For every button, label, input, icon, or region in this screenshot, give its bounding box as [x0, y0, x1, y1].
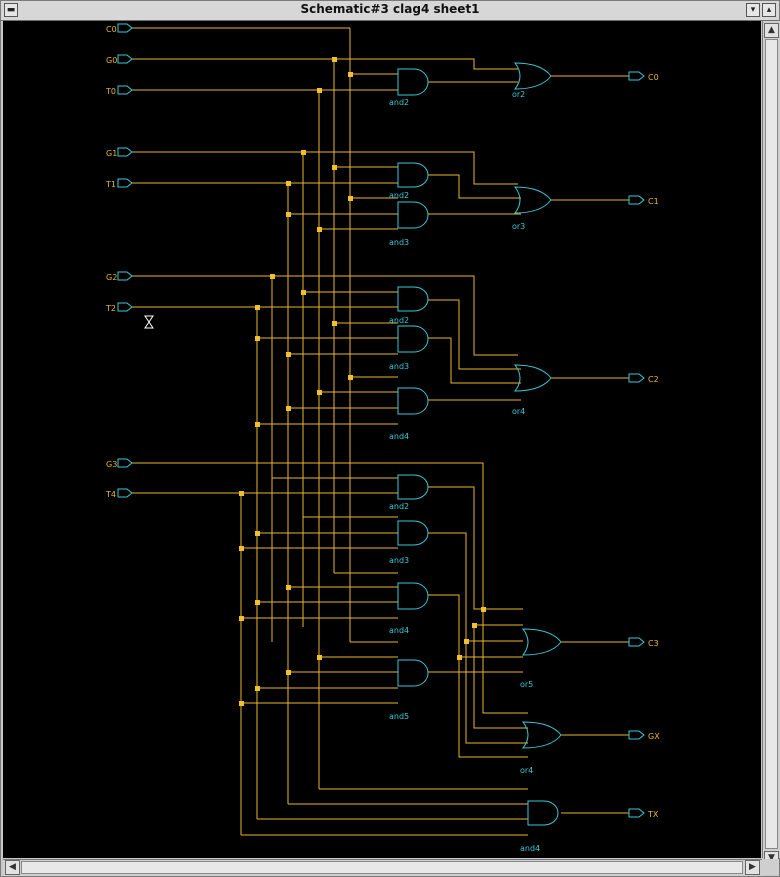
- svg-text:and2: and2: [389, 502, 409, 511]
- output-port-c0: C0: [628, 71, 659, 82]
- svg-text:C1: C1: [648, 197, 659, 206]
- output-port-c3: C3: [628, 637, 659, 648]
- svg-text:C2: C2: [648, 375, 659, 384]
- output-ports: C0 C1 C2 C3 GX TX: [628, 71, 660, 819]
- gate-and2-4: and2: [389, 474, 429, 511]
- window-menu-button[interactable]: ▬: [4, 3, 18, 17]
- vertical-scroll-thumb[interactable]: [765, 39, 778, 849]
- scroll-corner: [762, 859, 779, 875]
- svg-text:TX: TX: [647, 810, 659, 819]
- gate-or2: or2: [512, 62, 552, 99]
- svg-text:and2: and2: [389, 98, 409, 107]
- svg-text:T1: T1: [105, 180, 116, 189]
- svg-text:or4: or4: [520, 766, 533, 775]
- gate-and2-3: and2: [389, 286, 429, 325]
- minimize-button[interactable]: ▾: [746, 3, 760, 17]
- input-port-t2: T2: [105, 302, 133, 313]
- gate-or3: or3: [512, 186, 552, 231]
- scroll-up-icon[interactable]: ▲: [764, 23, 779, 38]
- output-port-c1: C1: [628, 195, 659, 206]
- input-ports: C0 G0 T0 G1 T1 G2 T2 G3 T4: [105, 23, 133, 499]
- input-port-c0: C0: [106, 23, 133, 34]
- window-title: Schematic#3 clag4 sheet1: [300, 2, 480, 16]
- svg-text:and4: and4: [389, 432, 409, 441]
- output-port-c2: C2: [628, 373, 659, 384]
- input-port-g0: G0: [106, 54, 133, 65]
- gate-and3-3: and3: [389, 520, 429, 565]
- junction-dots: [239, 57, 486, 706]
- svg-text:T4: T4: [105, 490, 116, 499]
- svg-text:G0: G0: [106, 56, 117, 65]
- svg-text:G2: G2: [106, 273, 117, 282]
- svg-text:and3: and3: [389, 556, 409, 565]
- logic-gates: and2 and2 and3 and2 and3 and4 and2 and3 …: [389, 62, 562, 853]
- horizontal-scrollbar[interactable]: ◀ ▶: [3, 859, 762, 876]
- svg-text:C3: C3: [648, 639, 659, 648]
- schematic-canvas[interactable]: C0 G0 T0 G1 T1 G2 T2 G3 T4 C0 C1 C2 C3 G…: [3, 21, 761, 858]
- svg-text:or5: or5: [520, 680, 533, 689]
- input-port-t4: T4: [105, 488, 133, 499]
- gate-and4-2: and4: [389, 582, 429, 635]
- input-port-g1: G1: [106, 147, 133, 158]
- svg-text:C0: C0: [648, 73, 659, 82]
- horizontal-scroll-thumb[interactable]: [21, 861, 743, 874]
- svg-text:or2: or2: [512, 90, 525, 99]
- svg-text:C0: C0: [106, 25, 117, 34]
- gate-and3-1: and3: [389, 201, 429, 247]
- svg-text:or4: or4: [512, 407, 525, 416]
- schematic-drawing: C0 G0 T0 G1 T1 G2 T2 G3 T4 C0 C1 C2 C3 G…: [105, 23, 660, 853]
- gate-and4-1: and4: [389, 387, 429, 441]
- svg-text:and4: and4: [389, 626, 409, 635]
- gate-and5: and5: [389, 659, 429, 721]
- gate-and4-3: and4: [520, 800, 559, 853]
- input-port-g3: G3: [106, 458, 133, 469]
- wires: [131, 27, 629, 836]
- scroll-left-icon[interactable]: ◀: [5, 860, 20, 875]
- vertical-scrollbar[interactable]: ▲ ▼: [762, 21, 780, 866]
- svg-text:and4: and4: [520, 844, 540, 853]
- input-port-g2: G2: [106, 271, 133, 282]
- svg-text:G1: G1: [106, 149, 117, 158]
- gate-or4-1: or4: [512, 364, 552, 416]
- svg-text:T2: T2: [105, 304, 116, 313]
- svg-text:T0: T0: [105, 87, 116, 96]
- gate-or5: or5: [520, 628, 562, 689]
- output-port-gx: GX: [628, 730, 660, 741]
- maximize-button[interactable]: ▴: [762, 3, 776, 17]
- svg-text:or3: or3: [512, 222, 525, 231]
- svg-text:and3: and3: [389, 362, 409, 371]
- title-bar[interactable]: ▬ Schematic#3 clag4 sheet1 ▾ ▴: [1, 1, 779, 21]
- svg-text:and3: and3: [389, 238, 409, 247]
- gate-and2-1: and2: [389, 68, 429, 107]
- gate-and2-2: and2: [389, 162, 429, 200]
- gate-or4-2: or4: [520, 721, 562, 775]
- input-port-t1: T1: [105, 178, 133, 189]
- svg-text:and2: and2: [389, 316, 409, 325]
- svg-text:and2: and2: [389, 191, 409, 200]
- output-port-tx: TX: [628, 808, 659, 819]
- input-port-t0: T0: [105, 85, 133, 96]
- gate-and3-2: and3: [389, 325, 429, 371]
- svg-text:G3: G3: [106, 460, 117, 469]
- scroll-right-icon[interactable]: ▶: [745, 860, 760, 875]
- hourglass-cursor-icon: [144, 315, 154, 329]
- svg-text:and5: and5: [389, 712, 409, 721]
- svg-text:GX: GX: [648, 732, 660, 741]
